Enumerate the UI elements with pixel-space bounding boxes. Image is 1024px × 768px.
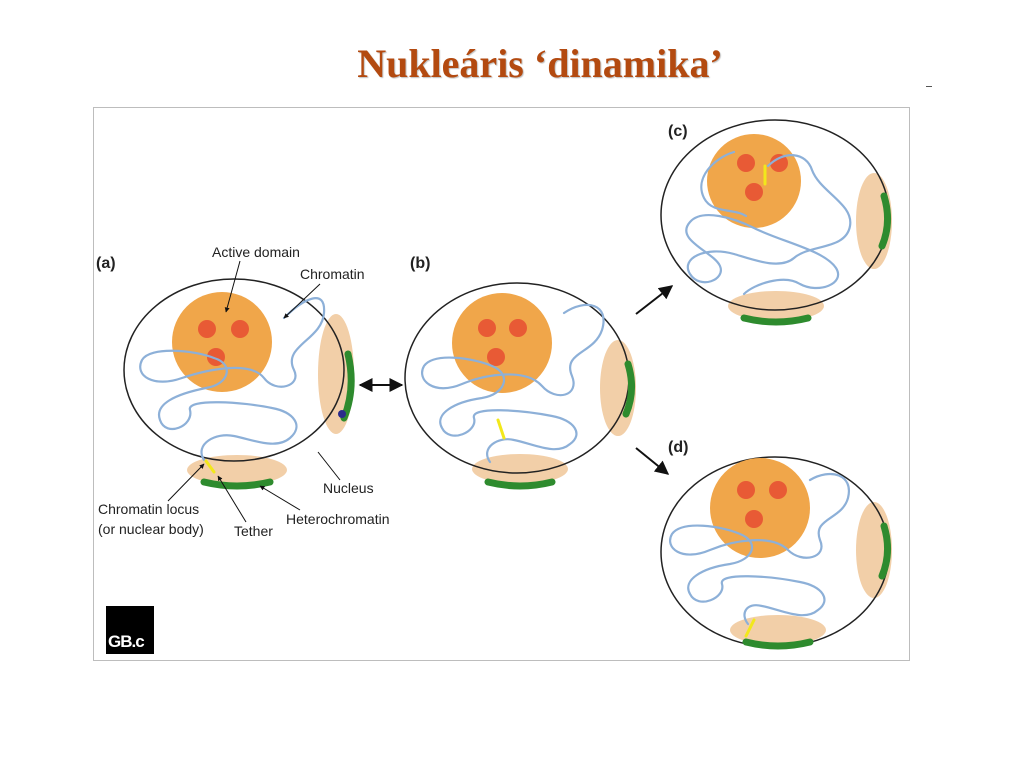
leader-line: [224, 260, 241, 313]
active-domain: [710, 458, 810, 558]
nucleus-a: [123, 278, 345, 462]
nucleolus-dot: [737, 481, 755, 499]
figure-frame: (a) Active domain Chromatin Nucleus Chro…: [93, 107, 910, 661]
tether: [744, 618, 756, 638]
label-nucleus: Nucleus: [323, 480, 374, 496]
active-domain: [172, 292, 272, 392]
heterochromatin: [340, 350, 355, 422]
tether: [496, 418, 506, 440]
panel-label-a: (a): [96, 255, 116, 272]
gb-logo: GB.c: [106, 606, 154, 654]
heterochromatin: [740, 314, 812, 326]
panel-b: (b): [404, 255, 636, 490]
peripheral-zone: [728, 291, 824, 321]
chromatin-fiber: [685, 150, 852, 296]
arrow-down-right-icon: [635, 447, 670, 475]
heterochromatin: [622, 360, 635, 418]
label-heterochromatin: Heterochromatin: [286, 511, 390, 527]
panel-label-c: (c): [668, 123, 688, 140]
leader-line: [167, 463, 205, 502]
active-domain: [707, 134, 801, 228]
nucleolus-dot: [509, 319, 527, 337]
nuclear-body-dot: [338, 410, 346, 418]
peripheral-zone: [187, 455, 287, 485]
label-chromatin-locus-sub: (or nuclear body): [98, 521, 204, 537]
nucleolus-dot: [770, 154, 788, 172]
heterochromatin: [200, 478, 274, 490]
corner-tick-mark: [926, 86, 932, 87]
nucleolus-dot: [737, 154, 755, 172]
nuclear-dynamics-diagram: (a) Active domain Chromatin Nucleus Chro…: [96, 119, 892, 650]
logo-text: GB.c: [108, 632, 145, 651]
nucleolus-dot: [478, 319, 496, 337]
panel-a: (a) Active domain Chromatin Nucleus Chro…: [96, 244, 390, 539]
heterochromatin: [878, 522, 891, 580]
label-active-domain: Active domain: [212, 244, 300, 260]
chromatin-fiber: [669, 472, 851, 626]
leader-line: [317, 451, 341, 481]
nucleolus-dot: [231, 320, 249, 338]
arrow-up-right-icon: [635, 285, 674, 315]
tether: [204, 459, 216, 474]
panel-c: (c): [660, 119, 892, 326]
panel-label-d: (d): [668, 439, 688, 456]
heterochromatin: [878, 192, 891, 250]
leader-line: [283, 283, 321, 319]
label-chromatin-locus: Chromatin locus: [98, 501, 199, 517]
panel-label-b: (b): [410, 255, 430, 272]
nucleolus-dot: [745, 183, 763, 201]
panel-d: (d): [660, 439, 892, 650]
nucleolus-dot: [198, 320, 216, 338]
slide-title: Nukleáris ‘dinamika’: [357, 41, 723, 86]
nucleolus-dot: [745, 510, 763, 528]
peripheral-zone: [472, 454, 568, 484]
label-chromatin: Chromatin: [300, 266, 365, 282]
nucleolus-dot: [487, 348, 505, 366]
label-tether: Tether: [234, 523, 273, 539]
leader-line: [259, 485, 301, 511]
heterochromatin: [742, 638, 814, 650]
chromatin-fiber: [139, 297, 326, 462]
nucleolus-dot: [769, 481, 787, 499]
active-domain: [452, 293, 552, 393]
heterochromatin: [484, 478, 556, 490]
leader-line: [217, 475, 247, 523]
chromatin-fiber: [421, 303, 605, 464]
